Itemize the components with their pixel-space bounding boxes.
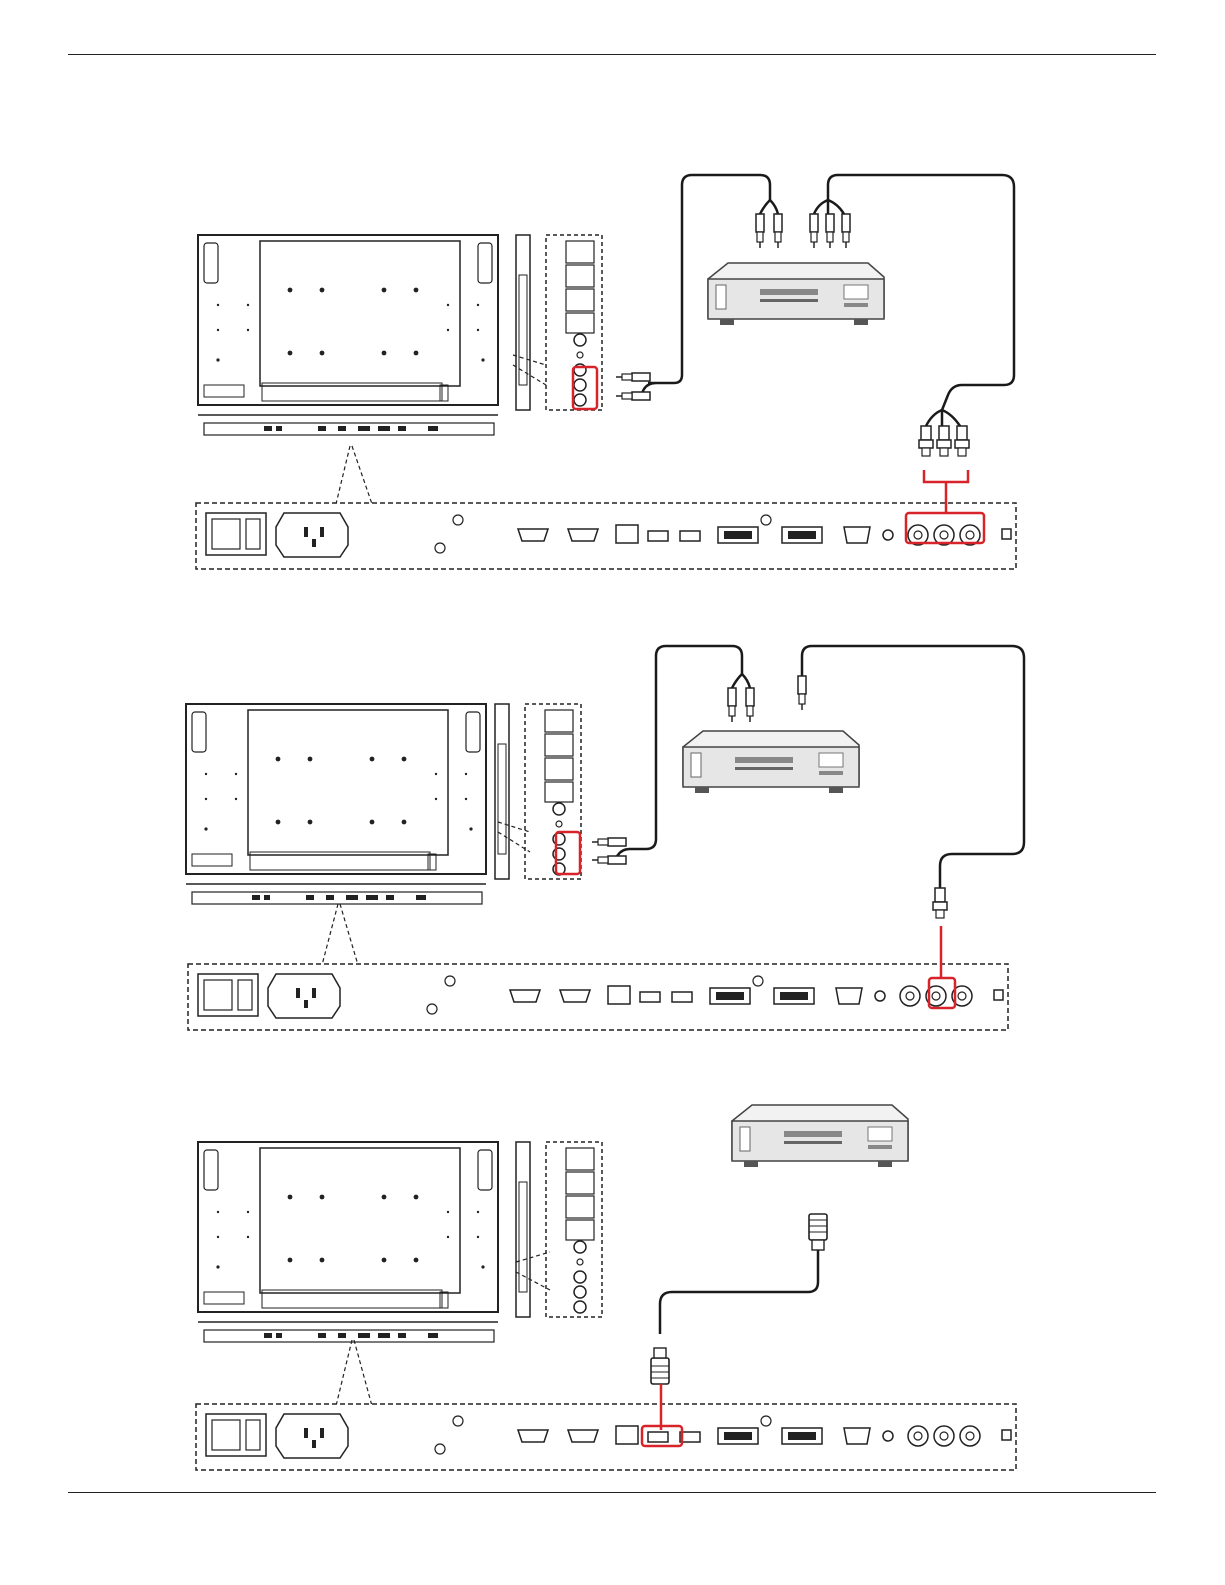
rca-audio-plug-icon — [592, 838, 626, 846]
monitor-rear-view — [198, 235, 498, 435]
side-input-panel — [495, 704, 581, 879]
rca-audio-plug-icon — [616, 392, 650, 400]
bnc-plug-icon — [955, 426, 969, 456]
rca-audio-plug-icon — [592, 856, 626, 864]
bnc-plug-icon — [933, 888, 947, 918]
rca-component-plug-icon — [810, 214, 818, 248]
monitor-rear-view — [198, 1142, 498, 1342]
rca-audio-plug-icon — [746, 688, 754, 722]
rca-audio-plug-icon — [774, 214, 782, 248]
composite-connection-diagram — [186, 646, 1024, 1030]
rca-video-plug-icon — [798, 676, 806, 710]
side-input-panel — [516, 235, 602, 410]
dvd-player-icon — [732, 1105, 908, 1167]
hdmi-plug-icon — [809, 1214, 827, 1250]
side-input-panel — [516, 1142, 602, 1317]
bottom-io-strip — [196, 503, 1016, 569]
dvd-player-icon — [708, 263, 884, 325]
bottom-io-strip — [188, 964, 1008, 1030]
hdmi-connection-diagram — [196, 1105, 1016, 1470]
bnc-plug-icon — [919, 426, 933, 456]
component-connection-diagram — [196, 175, 1016, 569]
bnc-plug-icon — [937, 426, 951, 456]
monitor-rear-view — [186, 704, 486, 904]
rca-component-plug-icon — [842, 214, 850, 248]
dvd-player-icon — [683, 731, 859, 793]
rca-audio-plug-icon — [616, 373, 650, 381]
rca-audio-plug-icon — [728, 688, 736, 722]
hdmi-plug-icon — [651, 1348, 669, 1384]
rca-component-plug-icon — [826, 214, 834, 248]
bottom-io-strip — [196, 1404, 1016, 1470]
rca-audio-plug-icon — [756, 214, 764, 248]
